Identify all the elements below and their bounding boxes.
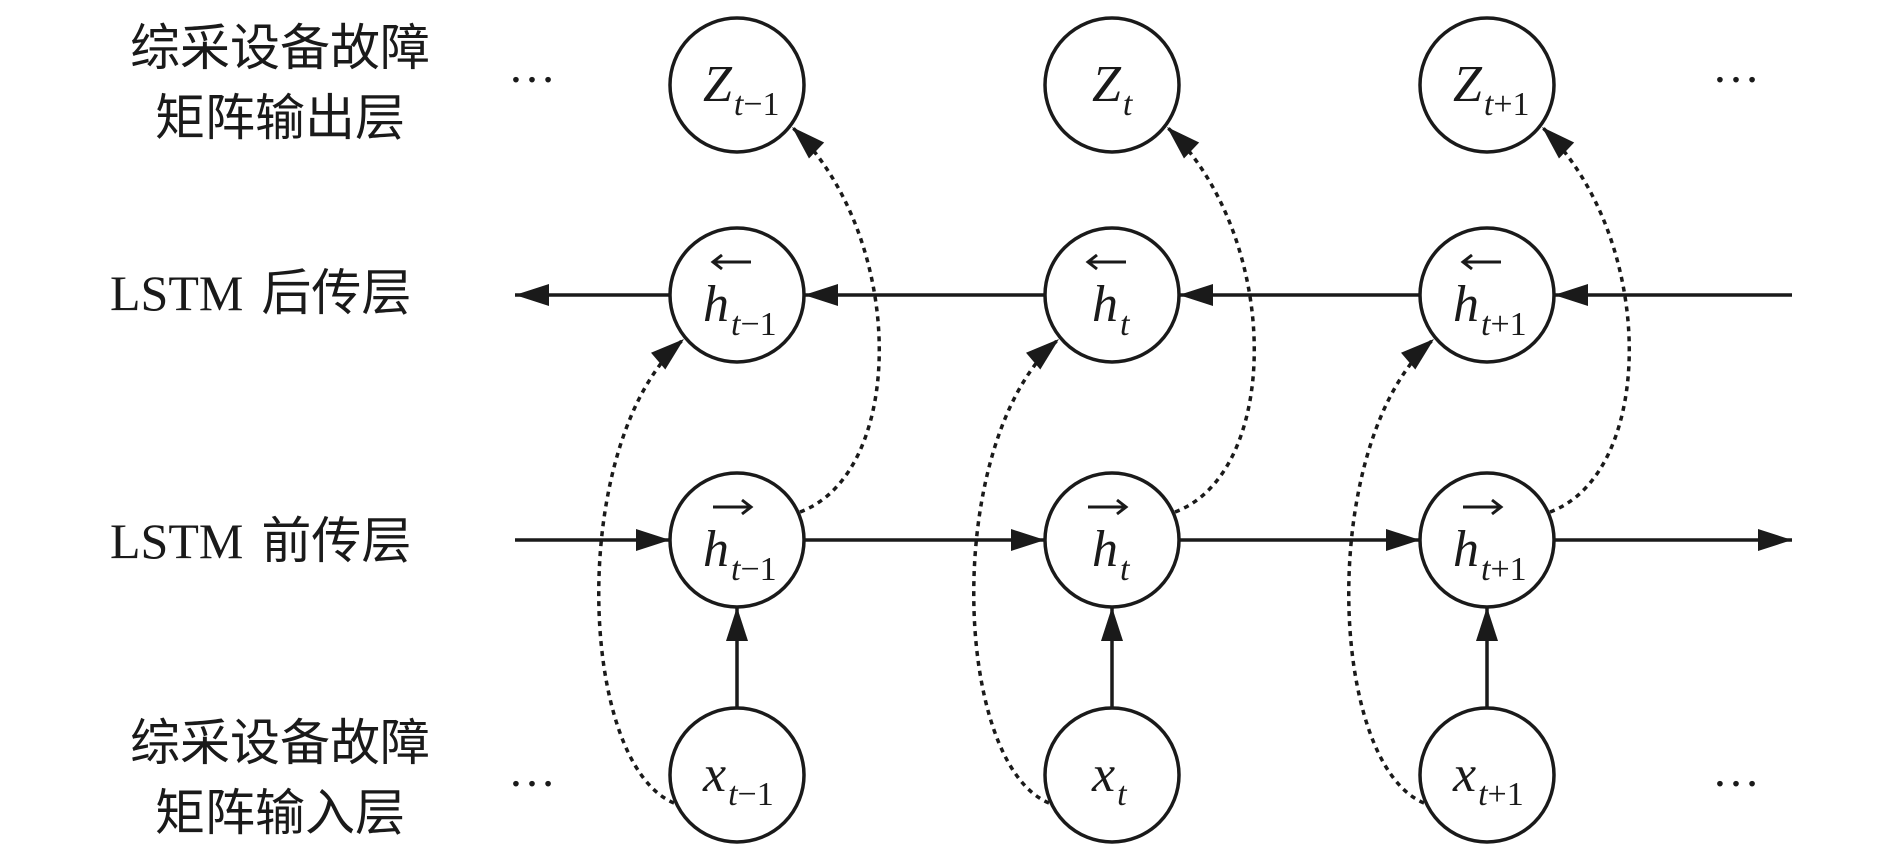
forward-to-output-dashed-3 [1540,125,1631,514]
svg-text:LSTM 前传层: LSTM 前传层 [110,512,411,570]
svg-text:Zt: Zt [1092,56,1134,123]
ellipsis-output-left: … [508,40,556,93]
input-to-backward-dashed-1 [597,337,686,805]
input-to-backward-dashed-3 [1347,337,1436,805]
ellipsis-input-left: … [508,744,556,797]
forward-to-output-dashed-1-head [792,127,825,159]
forward-to-output-dashed-3-head [1542,127,1575,159]
forward-to-output-dashed-2 [1165,125,1256,514]
svg-text:xt: xt [1091,746,1128,813]
nodes: Zt−1 ht−1 ht−1 xt−1 Zt ht ht xt Zt+1 ht+1 ht+1 xt+1 [668,16,1556,844]
forward-arrow-1-2-head [1011,529,1045,551]
input-to-forward-arrow-2-head [1101,607,1123,641]
forward-arrow-in-head [636,529,670,551]
forward-layer-label-suffix: 前传层 [261,512,411,570]
svg-text:LSTM 后传层: LSTM 后传层 [110,264,411,322]
backward-hidden-node-next: ht+1 [1418,226,1556,364]
ellipsis-input-right: … [1712,744,1760,797]
forward-to-output-dashed-2-head [1167,127,1200,159]
output-node-z-prev: Zt−1 [668,16,806,154]
forward-arrow-out-head [1758,529,1792,551]
forward-hidden-node-curr: ht [1043,471,1181,609]
svg-text:xt+1: xt+1 [1452,746,1524,813]
input-to-backward-dashed-3-head [1401,339,1434,370]
forward-layer-label-prefix: LSTM [110,513,243,569]
forward-hidden-node-next: ht+1 [1418,471,1556,609]
backward-arrow-in-head [1554,284,1588,306]
backward-arrow-3-2-head [1179,284,1213,306]
input-to-backward-dashed-2 [972,337,1061,805]
backward-layer-label-prefix: LSTM [110,265,243,321]
output-node-z-next: Zt+1 [1418,16,1556,154]
svg-text:Zt+1: Zt+1 [1453,56,1530,123]
backward-arrow-2-1-head [804,284,838,306]
input-to-backward-dashed-2-head [1026,339,1059,370]
svg-text:xt−1: xt−1 [702,746,774,813]
backward-hidden-node-curr: ht [1043,226,1181,364]
input-layer-label-line1: 综采设备故障 [130,714,430,772]
svg-text:ht+1: ht+1 [1453,276,1527,343]
input-layer-label-line2: 矩阵输入层 [155,784,405,842]
input-layer-label: 综采设备故障 矩阵输入层 [130,714,430,842]
svg-text:ht: ht [1092,521,1131,588]
input-node-x-prev: xt−1 [668,706,806,844]
svg-text:ht: ht [1092,276,1131,343]
input-to-backward-dashed-1-head [651,339,684,370]
svg-text:Zt−1: Zt−1 [703,56,780,123]
svg-text:ht−1: ht−1 [703,521,777,588]
input-to-forward-arrow-1-head [726,607,748,641]
forward-layer-label: LSTM 前传层 [110,512,411,570]
output-layer-label: 综采设备故障 矩阵输出层 [130,19,430,147]
svg-text:ht+1: ht+1 [1453,521,1527,588]
output-layer-label-line1: 综采设备故障 [130,19,430,77]
input-to-forward-arrow-3-head [1476,607,1498,641]
backward-layer-label-suffix: 后传层 [261,264,411,322]
input-node-x-curr: xt [1043,706,1181,844]
svg-text:ht−1: ht−1 [703,276,777,343]
backward-layer-label: LSTM 后传层 [110,264,411,322]
connections [515,125,1792,805]
backward-hidden-node-prev: ht−1 [668,226,806,364]
forward-to-output-dashed-1 [790,125,881,514]
forward-hidden-node-prev: ht−1 [668,471,806,609]
ellipsis-output-right: … [1712,40,1760,93]
output-node-z-curr: Zt [1043,16,1181,154]
output-layer-label-line2: 矩阵输出层 [155,89,405,147]
forward-arrow-2-3-head [1386,529,1420,551]
input-node-x-next: xt+1 [1418,706,1556,844]
backward-arrow-out-head [515,284,549,306]
